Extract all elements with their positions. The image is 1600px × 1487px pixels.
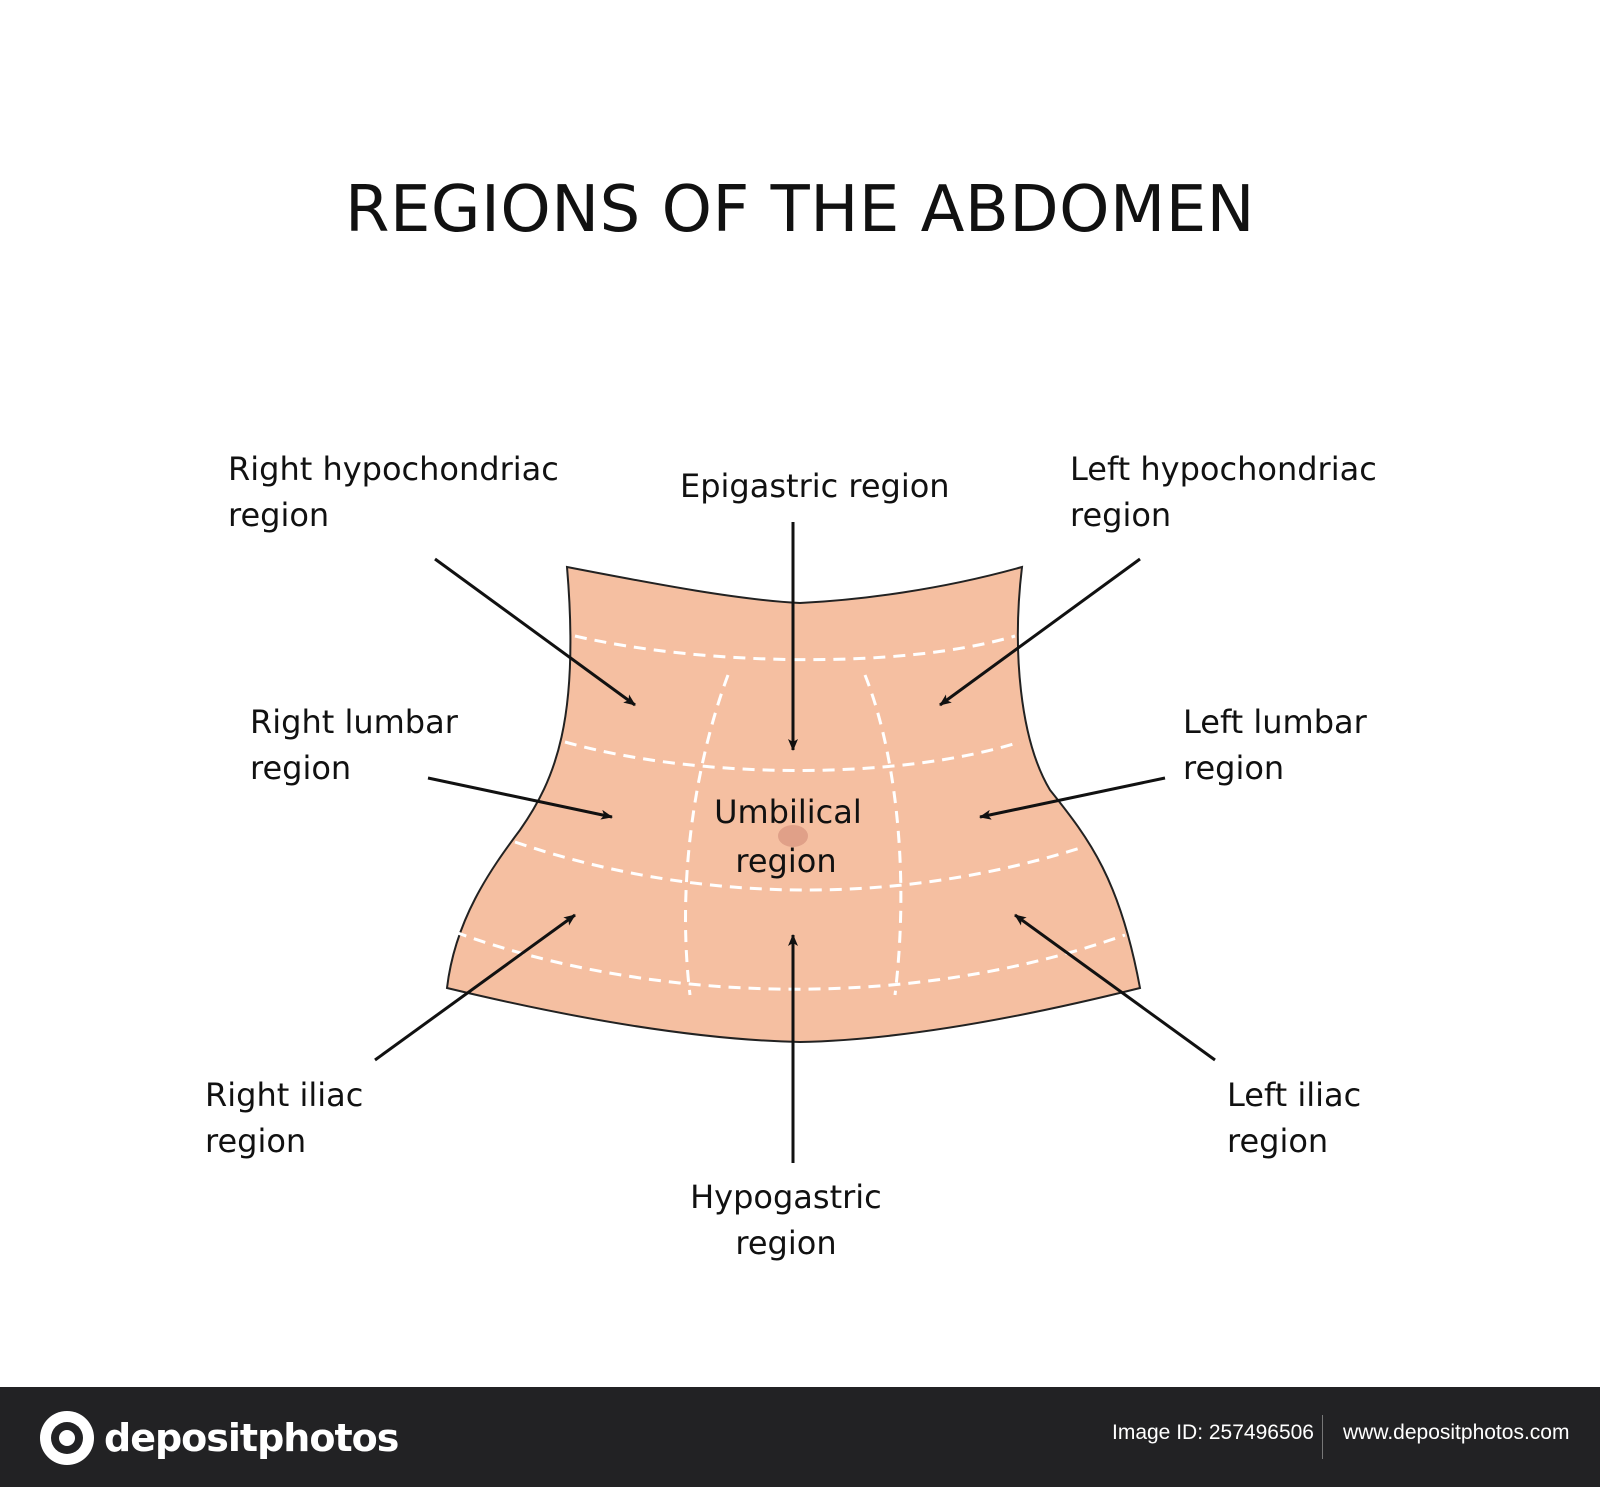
camera-aperture-icon [40,1411,94,1465]
arrow-right-iliac [374,913,576,1062]
region-grid-lines [454,634,1126,996]
label-umbilical: Umbilical region [714,793,872,880]
transtubercular-line [514,840,1081,892]
pointer-arrows [374,522,1216,1163]
label-left-lumbar: Left lumbar region [1183,703,1377,787]
arrow-left-lumbar [979,776,1166,820]
label-right-hypochondriac: Right hypochondriac region [228,450,569,534]
abdomen-diagram: REGIONS OF THE ABDOMEN Right hypochondri… [205,173,1387,1262]
diagram-title: REGIONS OF THE ABDOMEN [345,173,1255,247]
logo-text: depositphotos [104,1416,399,1460]
arrow-right-hypochondriac [434,557,636,707]
label-left-hypochondriac: Left hypochondriac region [1070,450,1387,534]
watermark-footer: depositphotos Image ID: 257496506 www.de… [0,1387,1600,1487]
image-id: Image ID: 257496506 [1112,1421,1314,1444]
navel [778,825,808,847]
website-url: www.depositphotos.com [1343,1421,1570,1444]
transumbilical-line [564,740,1021,772]
footer-divider [1322,1415,1323,1459]
arrow-left-iliac [1014,913,1216,1062]
subcostal-line [574,634,1016,662]
label-hypogastric: Hypogastric region [690,1178,892,1262]
left-midclavicular-line [863,674,903,996]
arrow-left-hypochondriac [939,557,1141,707]
arrow-right-lumbar [427,776,613,820]
label-left-iliac: Left iliac region [1227,1076,1371,1160]
depositphotos-logo: depositphotos [40,1409,399,1467]
label-right-iliac: Right iliac region [205,1076,373,1160]
label-right-lumbar: Right lumbar region [250,703,468,787]
interspinous-line [454,930,1126,991]
label-epigastric: Epigastric region [680,467,950,505]
right-midclavicular-line [683,674,730,996]
